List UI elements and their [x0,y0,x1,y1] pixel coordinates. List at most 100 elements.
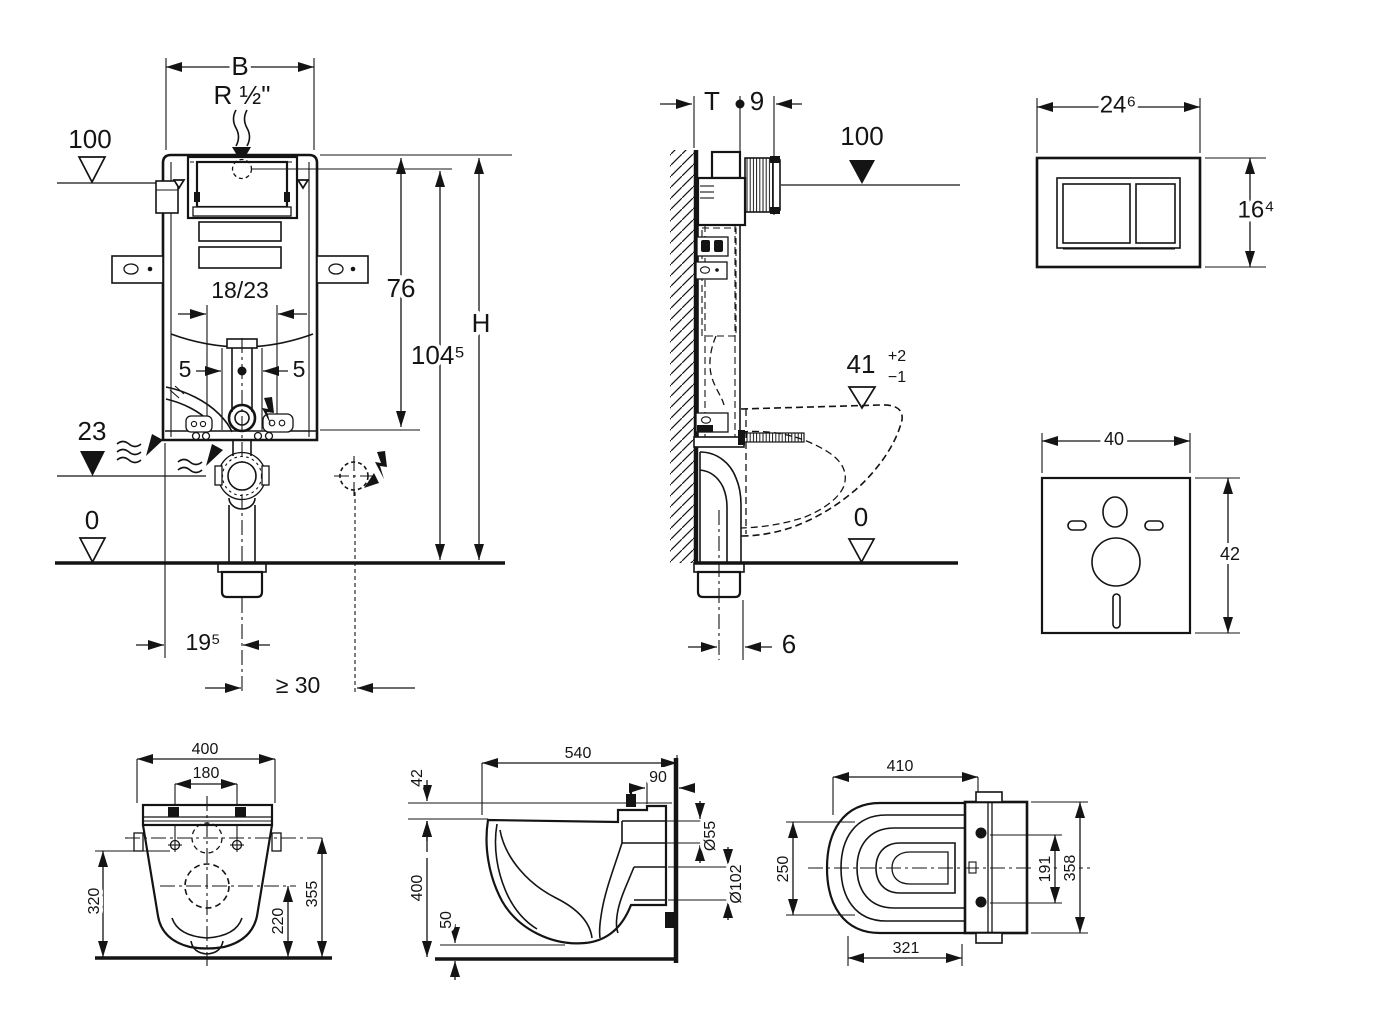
dim-50: 50 [434,907,565,980]
wc-body-side [485,786,677,945]
dim-label-9: 9 [750,86,764,116]
dim-label-164: 16⁴ [1237,196,1274,223]
bolt-dot [975,827,987,839]
mat-hole-center [1091,537,1141,587]
side-view: T 9 [660,82,960,663]
water-wave-icon [243,109,251,147]
dim-label-t: T [704,86,720,116]
level-label-0-side: 0 [854,502,868,532]
frame-section [693,150,747,448]
sound-mat [1040,476,1192,635]
level-triangle-icon [847,386,877,410]
dim-label-41-minus: −1 [888,369,906,386]
dim-min30: ≥ 30 [205,668,415,702]
electrical-connection [334,451,387,693]
level-mark-0-side: 0 [847,498,876,564]
dim-label-320: 320 [86,888,103,915]
level-triangle-icon [849,160,875,184]
dim-320: 320 [82,850,170,957]
wc-top-view: 410 250 [771,754,1092,966]
dim-label-358: 358 [1062,855,1079,882]
dim-label-250: 250 [775,856,792,883]
dim-label-5-left: 5 [179,356,192,382]
tank-level-icon [172,179,186,190]
dim-d102: Ø102 [668,847,749,920]
dim-label-180: 180 [193,765,220,782]
level-mark-0: 0 [78,501,107,564]
level-triangle-icon [77,156,107,184]
dim-label-400-height: 400 [409,875,426,902]
dim-label-76: 76 [387,273,416,303]
dim-220: 220 [266,886,293,957]
dim-410: 410 [832,754,979,815]
dim-label-h: H [472,308,491,338]
flush-button-small [1135,183,1176,244]
dim-label-40: 40 [1104,429,1124,449]
sound-insulation-view: 40 42 [1040,425,1244,635]
drain-assembly [214,441,270,599]
dim-label-42-rim: 42 [409,769,426,787]
dim-41: 41 +2 −1 [843,344,910,410]
level-triangle-icon [847,538,876,564]
mat-slot-bottom [1112,593,1121,629]
level-label-0: 0 [85,505,99,535]
mounting-tab-left [111,255,164,284]
dim-358: 358 [1031,801,1088,934]
front-view: B R ½" 100 [55,47,512,702]
dim-321: 321 [847,936,963,966]
dim-label-50: 50 [438,911,455,929]
mat-slot-left [1067,520,1087,531]
dim-label-400: 400 [192,741,219,758]
dim-label-90: 90 [649,769,667,786]
water-supply-icon [177,444,223,474]
level-label-23: 23 [78,416,107,446]
level-mark-23: 23 [57,412,223,477]
level-mark-100: 100 [57,120,158,184]
level-label-100-side: 100 [840,121,883,151]
dim-label-1823: 18/23 [211,277,269,303]
flush-plate-view: 24⁶ 16⁴ [1035,87,1279,269]
frame-internals [165,385,294,441]
wall-bracket [155,180,179,214]
dim-label-220: 220 [270,908,287,935]
dim-42: 42 [1195,477,1244,634]
water-wave-icon [232,109,240,147]
dim-label-b: B [231,51,248,81]
dim-label-d102: Ø102 [728,864,745,903]
mounting-tab-right [316,255,369,284]
dim-5-5: 5 5 [175,348,309,430]
dim-191: 191 [990,834,1062,904]
dim-6: 6 [688,510,800,663]
dim-label-41-plus: +2 [888,348,906,365]
dim-d55: Ø55 [650,801,723,863]
dim-90: 90 [629,765,695,804]
dim-label-540: 540 [565,745,592,762]
wc-bowl-dashed [740,404,903,537]
dim-label-355: 355 [304,881,321,908]
level-triangle-icon [78,537,107,564]
dim-40: 40 [1041,425,1191,473]
dim-246: 24⁶ [1036,87,1201,153]
bolt-cross-right [230,838,244,852]
dim-label-6: 6 [782,629,796,659]
fixing-bolt [626,794,636,807]
inlet-port [231,158,253,180]
bolt-dot [975,896,987,908]
wall-hatch [670,150,694,563]
dim-250: 250 [771,821,855,916]
tank-level-icon [296,179,310,190]
dim-355: 355 [300,838,327,957]
dim-180: 180 [174,761,238,838]
electrical-bolt-icon [375,451,387,479]
wc-side-view: 540 42 90 [405,741,749,980]
dim-label-246: 24⁶ [1100,91,1137,118]
dim-label-d55: Ø55 [702,821,719,851]
threaded-rod [743,432,805,443]
dim-164: 16⁴ [1205,157,1279,268]
flush-button-large [1062,183,1131,244]
dim-label-min30: ≥ 30 [276,672,321,698]
dim-label-r12: R ½" [214,80,271,110]
level-triangle-icon [80,451,105,476]
